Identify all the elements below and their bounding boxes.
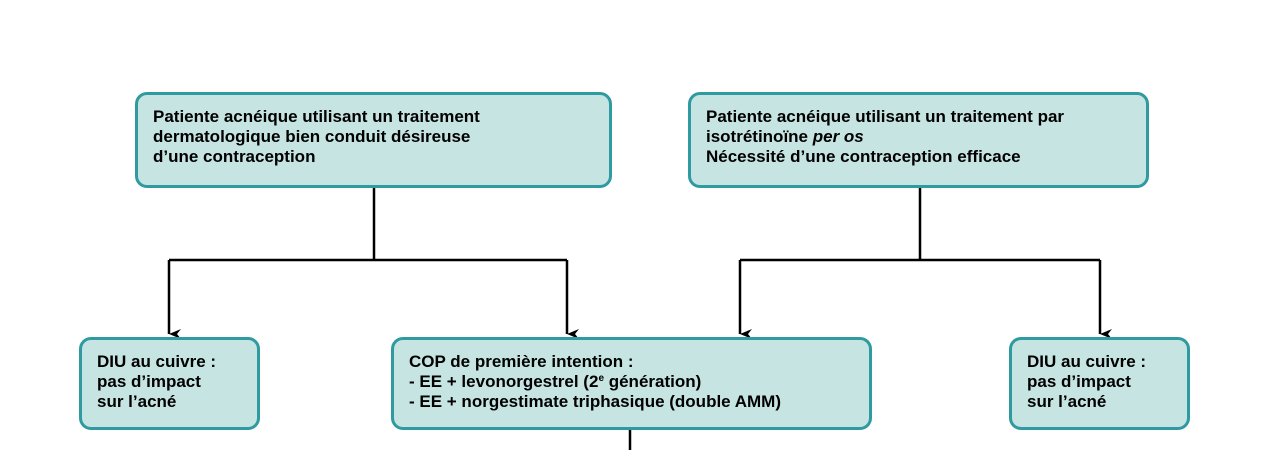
node-text-superscript: e <box>598 373 604 384</box>
node-text-segment: isotrétinoïne <box>706 127 813 146</box>
node-text-line: Patiente acnéique utilisant un traitemen… <box>153 107 480 126</box>
node-text-line: Patiente acnéique utilisant un traitemen… <box>706 107 1065 126</box>
node-text-line: d’une contraception <box>153 147 316 166</box>
node-acne-isotretinoin: Patiente acnéique utilisant un traitemen… <box>688 92 1149 188</box>
node-text-segment: - EE + levonorgestrel (2 <box>409 372 599 391</box>
node-text-line: pas d’impact <box>97 372 201 391</box>
node-copper-iud-right: DIU au cuivre : pas d’impact sur l’acné <box>1009 337 1190 430</box>
node-text-line: Nécessité d’une contraception efficace <box>706 147 1021 166</box>
node-text-italic: per os <box>812 127 864 146</box>
node-text-line: pas d’impact <box>1027 372 1131 391</box>
node-text-line: - EE + norgestimate triphasique (double … <box>409 392 781 411</box>
node-text-line: sur l’acné <box>97 392 177 411</box>
node-text-line: isotrétinoïne per os <box>706 127 1131 147</box>
node-text-line: - EE + levonorgestrel (2e génération) <box>409 372 854 392</box>
node-copper-iud-left: DIU au cuivre : pas d’impact sur l’acné <box>79 337 260 430</box>
node-cop-first-intention: COP de première intention : - EE + levon… <box>391 337 872 430</box>
node-text-segment: génération) <box>604 372 702 391</box>
node-text-line: DIU au cuivre : <box>1027 352 1147 371</box>
node-text-line: dermatologique bien conduit désireuse <box>153 127 471 146</box>
node-text-line: sur l’acné <box>1027 392 1107 411</box>
node-text-line: DIU au cuivre : <box>97 352 217 371</box>
node-text-title: COP de première intention : <box>409 352 634 371</box>
node-acne-dermatologic-treatment: Patiente acnéique utilisant un traitemen… <box>135 92 612 188</box>
